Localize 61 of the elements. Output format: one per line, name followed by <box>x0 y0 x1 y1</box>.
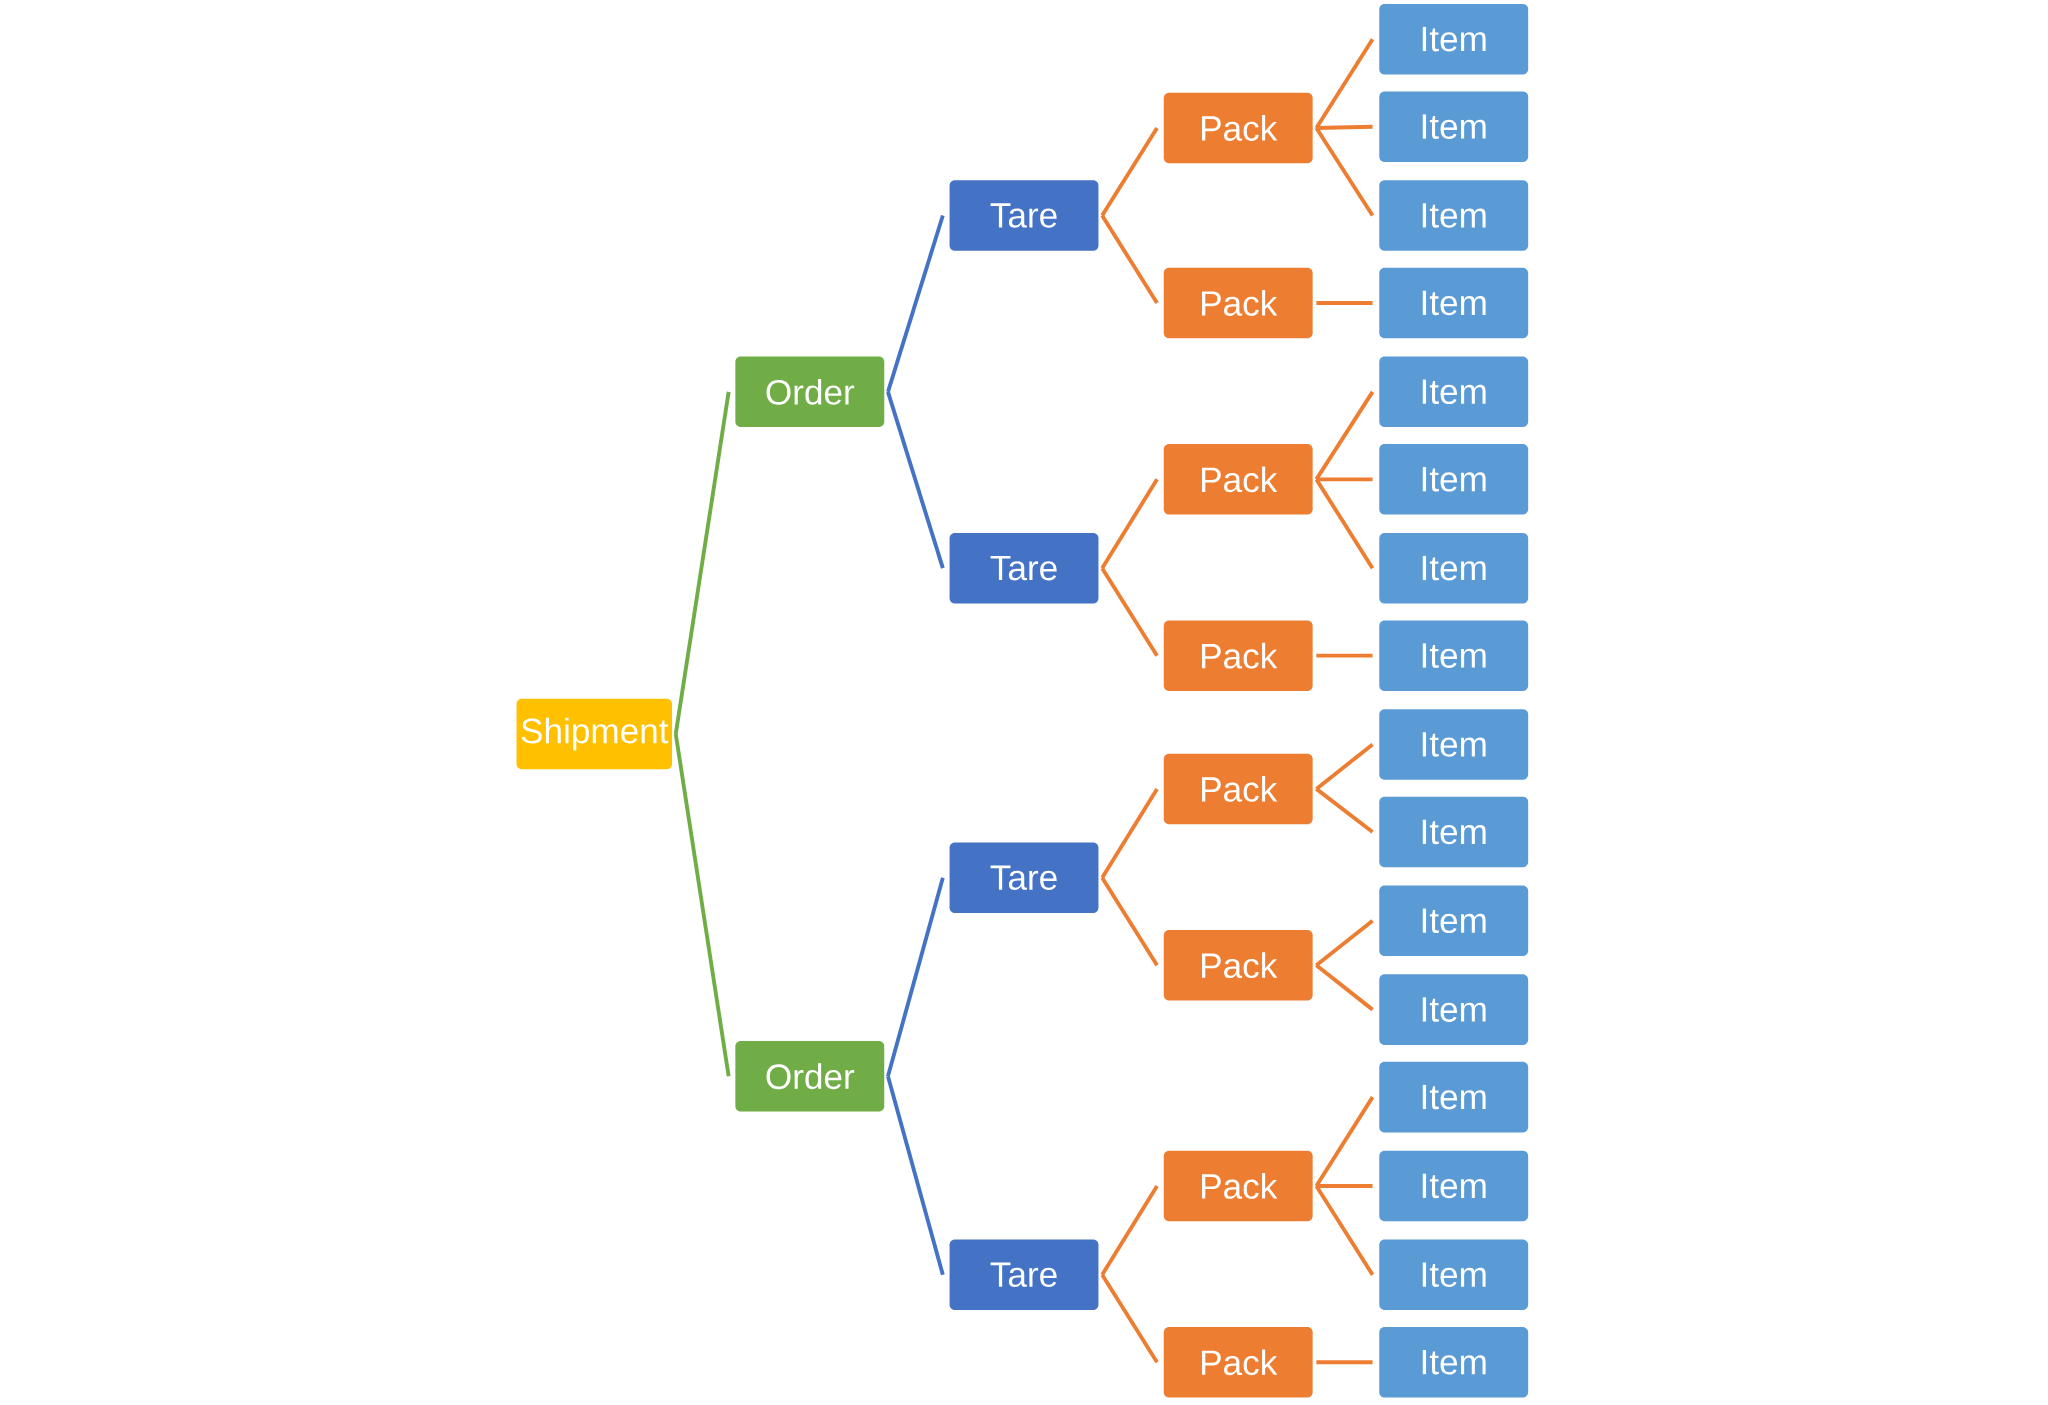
connector-line <box>673 391 731 735</box>
item-box: Item <box>1379 620 1529 691</box>
order-box: Order <box>735 356 885 427</box>
connector-line <box>1314 1095 1375 1187</box>
item-box: Item <box>1379 91 1529 162</box>
item-box: Item <box>1379 180 1529 251</box>
item-box: Item <box>1379 1150 1529 1222</box>
connector-line <box>1314 478 1375 569</box>
item-box: Item <box>1379 709 1529 780</box>
connector-line <box>1316 477 1373 482</box>
pack-box: Pack <box>1163 929 1313 1001</box>
item-box: Item <box>1379 443 1529 515</box>
connector-line <box>1316 1183 1373 1188</box>
pack-box: Pack <box>1163 267 1313 339</box>
connector-line <box>886 1075 945 1276</box>
item-box: Item <box>1379 356 1529 427</box>
connector-line <box>1314 126 1375 217</box>
item-box: Item <box>1379 1326 1529 1398</box>
order-box: Order <box>735 1040 885 1112</box>
connector-line <box>1315 919 1374 967</box>
pack-box: Pack <box>1163 620 1313 691</box>
root-box: Shipment <box>516 698 673 770</box>
connector-line <box>1316 124 1373 130</box>
item-box: Item <box>1379 3 1529 75</box>
pack-box: Pack <box>1163 1326 1313 1398</box>
connector-line <box>1100 214 1159 304</box>
connector-line <box>886 391 945 569</box>
pack-box: Pack <box>1163 1150 1313 1222</box>
item-box: Item <box>1379 1061 1529 1133</box>
connector-line <box>1100 876 1159 967</box>
connector-line <box>1315 742 1374 791</box>
item-box: Item <box>1379 1239 1529 1310</box>
connector-line <box>1316 1360 1373 1365</box>
tare-box: Tare <box>949 842 1099 913</box>
item-box: Item <box>1379 796 1529 868</box>
connector-line <box>886 214 945 393</box>
item-box: Item <box>1379 974 1529 1045</box>
item-box: Item <box>1379 532 1529 604</box>
connector-line <box>1315 787 1374 834</box>
tare-box: Tare <box>949 1239 1099 1310</box>
pack-box: Pack <box>1163 92 1313 164</box>
connector-line <box>1314 390 1375 481</box>
connector-line <box>1100 1184 1159 1276</box>
connector-line <box>1314 1184 1375 1276</box>
item-box: Item <box>1379 885 1529 956</box>
connector-line <box>1314 37 1375 129</box>
connector-line <box>1100 1273 1159 1364</box>
connector-line <box>1316 653 1373 658</box>
connector-line <box>673 733 731 1077</box>
connector-line <box>1100 787 1159 879</box>
connector-line <box>1100 126 1159 217</box>
connector-line <box>1100 566 1159 657</box>
tare-box: Tare <box>949 180 1099 251</box>
connector-line <box>1316 300 1373 305</box>
pack-box: Pack <box>1163 443 1313 515</box>
pack-box: Pack <box>1163 753 1313 824</box>
connector-line <box>1315 963 1374 1011</box>
item-box: Item <box>1379 267 1529 339</box>
tare-box: Tare <box>949 532 1099 604</box>
connector-line <box>886 877 945 1077</box>
connector-line <box>1100 478 1159 569</box>
